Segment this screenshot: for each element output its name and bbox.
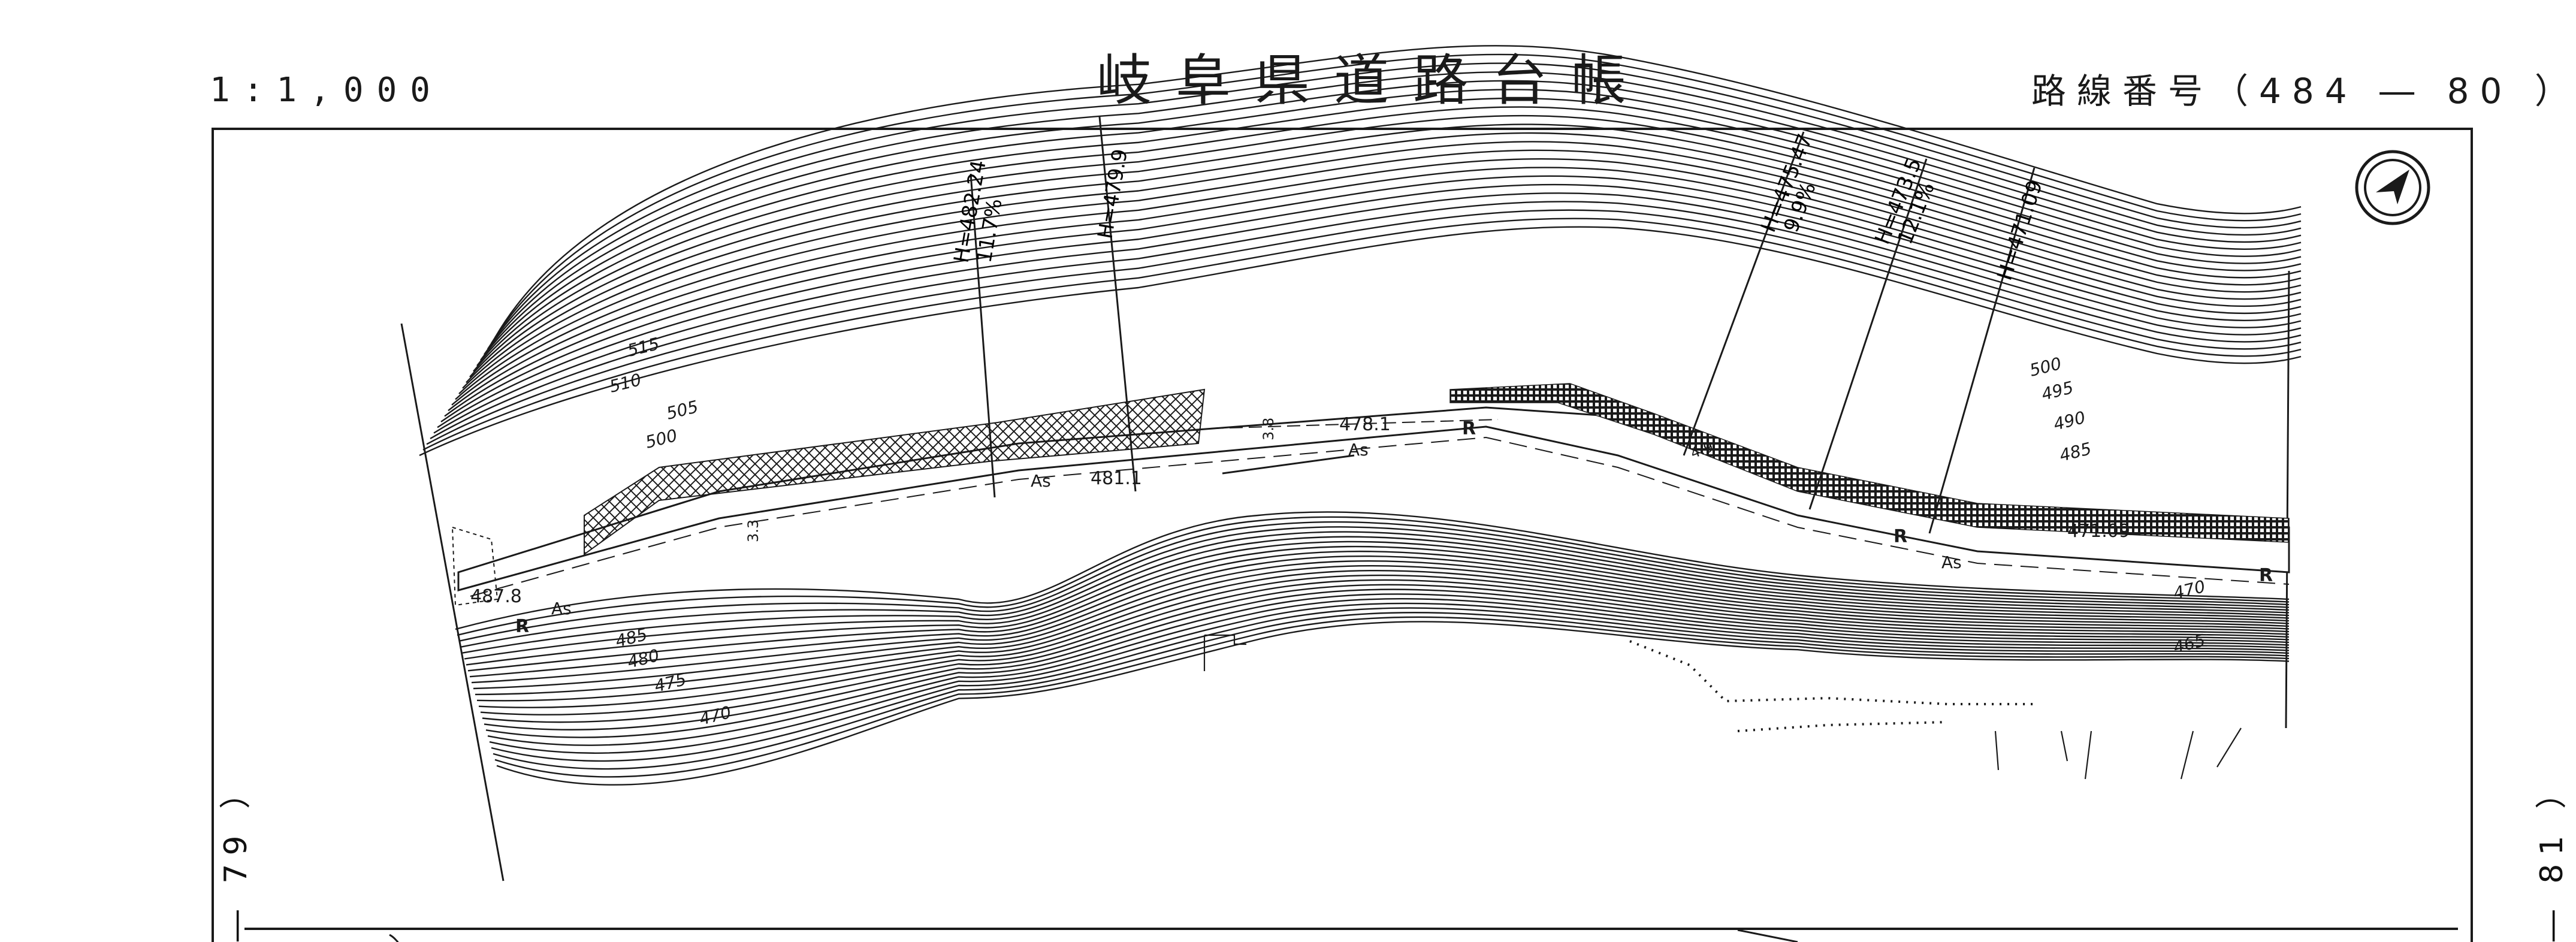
road-label: R — [515, 616, 529, 637]
contour-label: 510 — [608, 370, 644, 397]
contour-line — [466, 114, 2302, 384]
contour-line — [482, 584, 2290, 723]
contour-line — [473, 560, 2290, 690]
contour-line — [469, 550, 2290, 678]
contour-line — [480, 579, 2290, 715]
lower-structures — [1203, 634, 2242, 780]
section-line — [970, 173, 996, 498]
contour-line — [496, 621, 2290, 786]
pavement-label: As — [1348, 440, 1369, 460]
elevation-point: 478.1 — [1339, 414, 1391, 435]
pavement-label: As — [551, 599, 572, 618]
page-title: 岐阜県道路台帳 — [1097, 49, 1651, 113]
elevation-point: 471.09 — [2067, 521, 2130, 542]
contour-line — [455, 141, 2302, 400]
contour-line — [469, 106, 2302, 378]
map-frame — [212, 128, 2473, 942]
contour-line — [437, 183, 2302, 428]
contour-line — [467, 545, 2290, 672]
contour-line — [440, 175, 2302, 422]
section-line — [1928, 167, 2036, 534]
contour-label: 500 — [2028, 354, 2064, 381]
section-line — [1683, 131, 1805, 456]
pavement-label: As — [1941, 552, 1962, 572]
contour-line — [419, 226, 2302, 457]
road-label: R — [1894, 526, 1907, 547]
contour-line — [494, 616, 2290, 778]
contour-line — [458, 521, 2290, 642]
contour-line — [484, 588, 2290, 731]
contour-line — [466, 541, 2290, 666]
elevation-point: 481.1 — [1091, 468, 1142, 489]
scale-label: 1:1,000 — [210, 71, 444, 110]
contour-line — [451, 149, 2302, 406]
contour-line — [457, 516, 2290, 636]
contour-line — [433, 192, 2302, 434]
contour-line — [480, 80, 2302, 361]
contour-label: 505 — [665, 397, 700, 424]
contour-line — [471, 555, 2290, 684]
contour-line — [475, 565, 2290, 696]
contour-line — [455, 511, 2290, 630]
route-number: 路線番号（484 ― 80 ） — [2031, 71, 2576, 111]
elevation-point: 487.8 — [470, 586, 522, 607]
contour-line — [444, 167, 2302, 417]
width-label: 3.3 — [745, 520, 762, 542]
road-label: R — [2259, 565, 2273, 586]
contour-label: 485 — [2058, 439, 2094, 466]
contour-line — [485, 593, 2290, 738]
contour-line — [490, 53, 2302, 344]
contour-line — [473, 97, 2302, 372]
contour-line — [476, 89, 2302, 367]
contour-line — [464, 536, 2290, 660]
contour-line — [460, 526, 2290, 648]
pavement-label: As — [1031, 471, 1051, 491]
contour-line — [448, 158, 2302, 412]
contour-label: 470 — [697, 702, 733, 729]
contour-line — [462, 123, 2302, 389]
contour-line — [458, 132, 2302, 395]
contour-line — [487, 62, 2302, 350]
contour-line — [491, 607, 2290, 762]
contour-label: 475 — [653, 669, 688, 696]
contour-line — [484, 71, 2302, 355]
survey-boundaries — [400, 270, 2290, 881]
contour-line — [489, 602, 2290, 754]
section-line — [1098, 116, 1137, 492]
contour-lines — [419, 45, 2302, 786]
contour-line — [422, 218, 2302, 451]
road — [451, 383, 2290, 606]
contour-line — [487, 597, 2290, 746]
contour-label: 495 — [2040, 378, 2076, 404]
contour-line — [478, 574, 2290, 708]
contour-line — [430, 201, 2302, 439]
contour-line — [493, 612, 2290, 770]
contour-line — [426, 209, 2302, 445]
contour-line — [476, 569, 2290, 702]
section-line — [1808, 158, 1928, 510]
contour-label: 490 — [2052, 407, 2088, 434]
road-label: R — [1462, 418, 1476, 439]
contour-label: 485 — [614, 624, 650, 651]
north-arrow-icon — [2355, 150, 2430, 225]
contour-line — [462, 531, 2290, 654]
width-label: 3.8 — [1260, 418, 1277, 440]
contour-label: 500 — [644, 425, 680, 452]
contour-line — [494, 45, 2302, 339]
